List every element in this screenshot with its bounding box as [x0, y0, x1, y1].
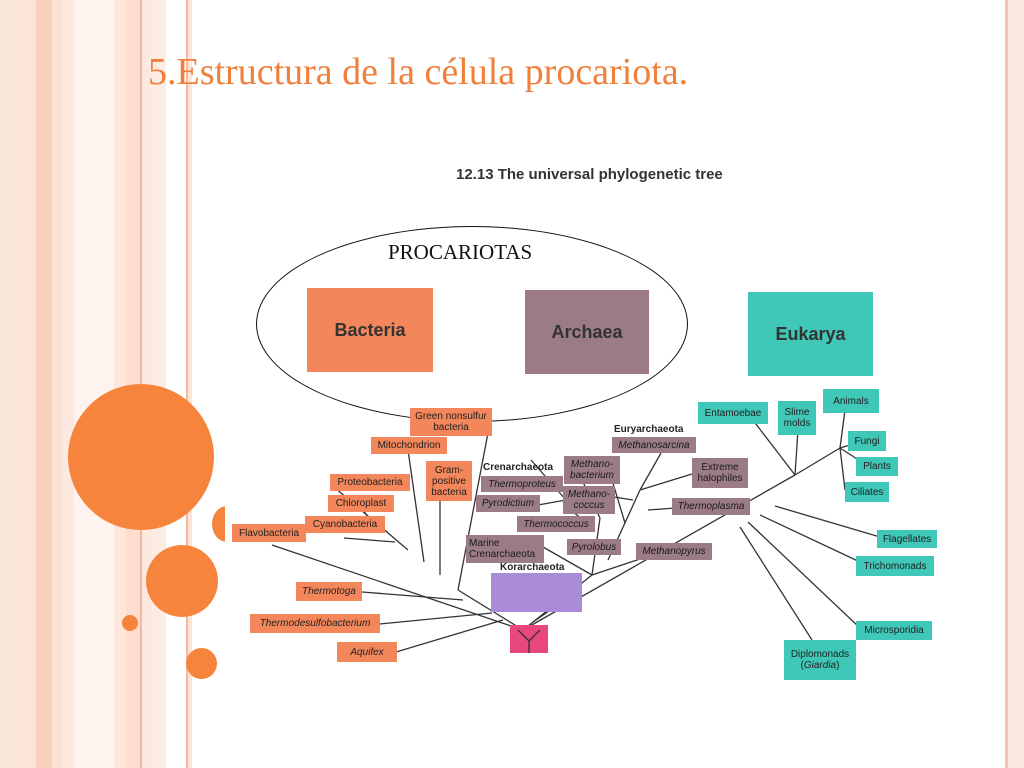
- stripe-1: [0, 0, 22, 768]
- decor-circle-medium: [146, 545, 218, 617]
- stripe-right-2: [1008, 0, 1024, 768]
- label-animals: Animals: [823, 389, 879, 413]
- diplomonads-text: Diplomonads: [790, 649, 850, 660]
- label-aquifex: Aquifex: [337, 642, 397, 662]
- label-extreme-halophiles: Extreme halophiles: [692, 458, 748, 488]
- label-pyrodictium: Pyrodictium: [476, 495, 540, 512]
- label-flavobacteria: Flavobacteria: [232, 524, 306, 542]
- stripe-3: [36, 0, 52, 768]
- label-thermodesulfobacterium: Thermodesulfobacterium: [250, 614, 380, 633]
- domain-bacteria: Bacteria: [307, 288, 433, 372]
- decor-circle-small: [186, 648, 217, 679]
- label-thermoproteus: Thermoproteus: [481, 476, 563, 492]
- label-cyanobacteria: Cyanobacteria: [305, 516, 385, 533]
- root-branch-icon: [517, 629, 541, 653]
- stripe-6: [74, 0, 114, 768]
- label-slime-molds: Slime molds: [778, 401, 816, 435]
- label-green-nonsulfur: Green nonsulfur bacteria: [410, 408, 492, 436]
- stripe-4: [52, 0, 62, 768]
- procariotas-label: PROCARIOTAS: [388, 240, 533, 264]
- label-microsporidia: Microsporidia: [856, 621, 932, 640]
- label-methanobacterium: Methano-bacterium: [564, 456, 620, 484]
- label-crenarchaeota: Crenarchaeota: [483, 462, 554, 473]
- label-gram-positive: Gram-positive bacteria: [426, 461, 472, 501]
- label-trichomonads: Trichomonads: [856, 556, 934, 576]
- stripe-13: [188, 0, 192, 768]
- label-thermotoga: Thermotoga: [296, 582, 362, 601]
- giardia-text: (Giardia): [800, 660, 840, 671]
- label-pyrolobus: Pyrolobus: [567, 539, 621, 555]
- label-flagellates: Flagellates: [877, 530, 937, 548]
- label-euryarchaeota: Euryarchaeota: [614, 424, 684, 435]
- label-diplomonads: Diplomonads (Giardia): [784, 640, 856, 680]
- label-marine-crenarchaeota: Marine Crenarchaeota: [466, 535, 544, 563]
- korarchaeota-label: Korarchaeota: [500, 562, 565, 573]
- label-thermococcus: Thermococcus: [517, 516, 595, 532]
- stripe-right-1: [1005, 0, 1008, 768]
- label-plants: Plants: [856, 457, 898, 476]
- korarchaeota-box: [491, 573, 582, 612]
- label-chloroplast: Chloroplast: [328, 495, 394, 512]
- domain-eukarya: Eukarya: [748, 292, 873, 376]
- slide-title: 5.Estructura de la célula procariota.: [148, 51, 689, 93]
- tree-root: [510, 625, 548, 653]
- decor-circle-tiny: [122, 615, 138, 631]
- stripe-7: [114, 0, 126, 768]
- label-mitochondrion: Mitochondrion: [371, 437, 447, 454]
- decor-circle-large: [68, 384, 214, 530]
- label-entamoebae: Entamoebae: [698, 402, 768, 424]
- label-fungi: Fungi: [848, 431, 886, 451]
- domain-archaea: Archaea: [525, 290, 649, 374]
- figure-caption: 12.13 The universal phylogenetic tree: [456, 166, 723, 183]
- giardia-name: Giardia: [803, 660, 837, 671]
- label-methanopyrus: Methanopyrus: [636, 543, 712, 560]
- stripe-12: [186, 0, 188, 768]
- label-thermoplasma: Thermoplasma: [672, 498, 750, 515]
- label-proteobacteria: Proteobacteria: [330, 474, 410, 491]
- label-methanosarcina: Methanosarcina: [612, 437, 696, 453]
- stripe-2: [22, 0, 36, 768]
- label-methanococcus: Methano-coccus: [563, 486, 615, 514]
- label-ciliates: Ciliates: [845, 482, 889, 502]
- stripe-5: [62, 0, 74, 768]
